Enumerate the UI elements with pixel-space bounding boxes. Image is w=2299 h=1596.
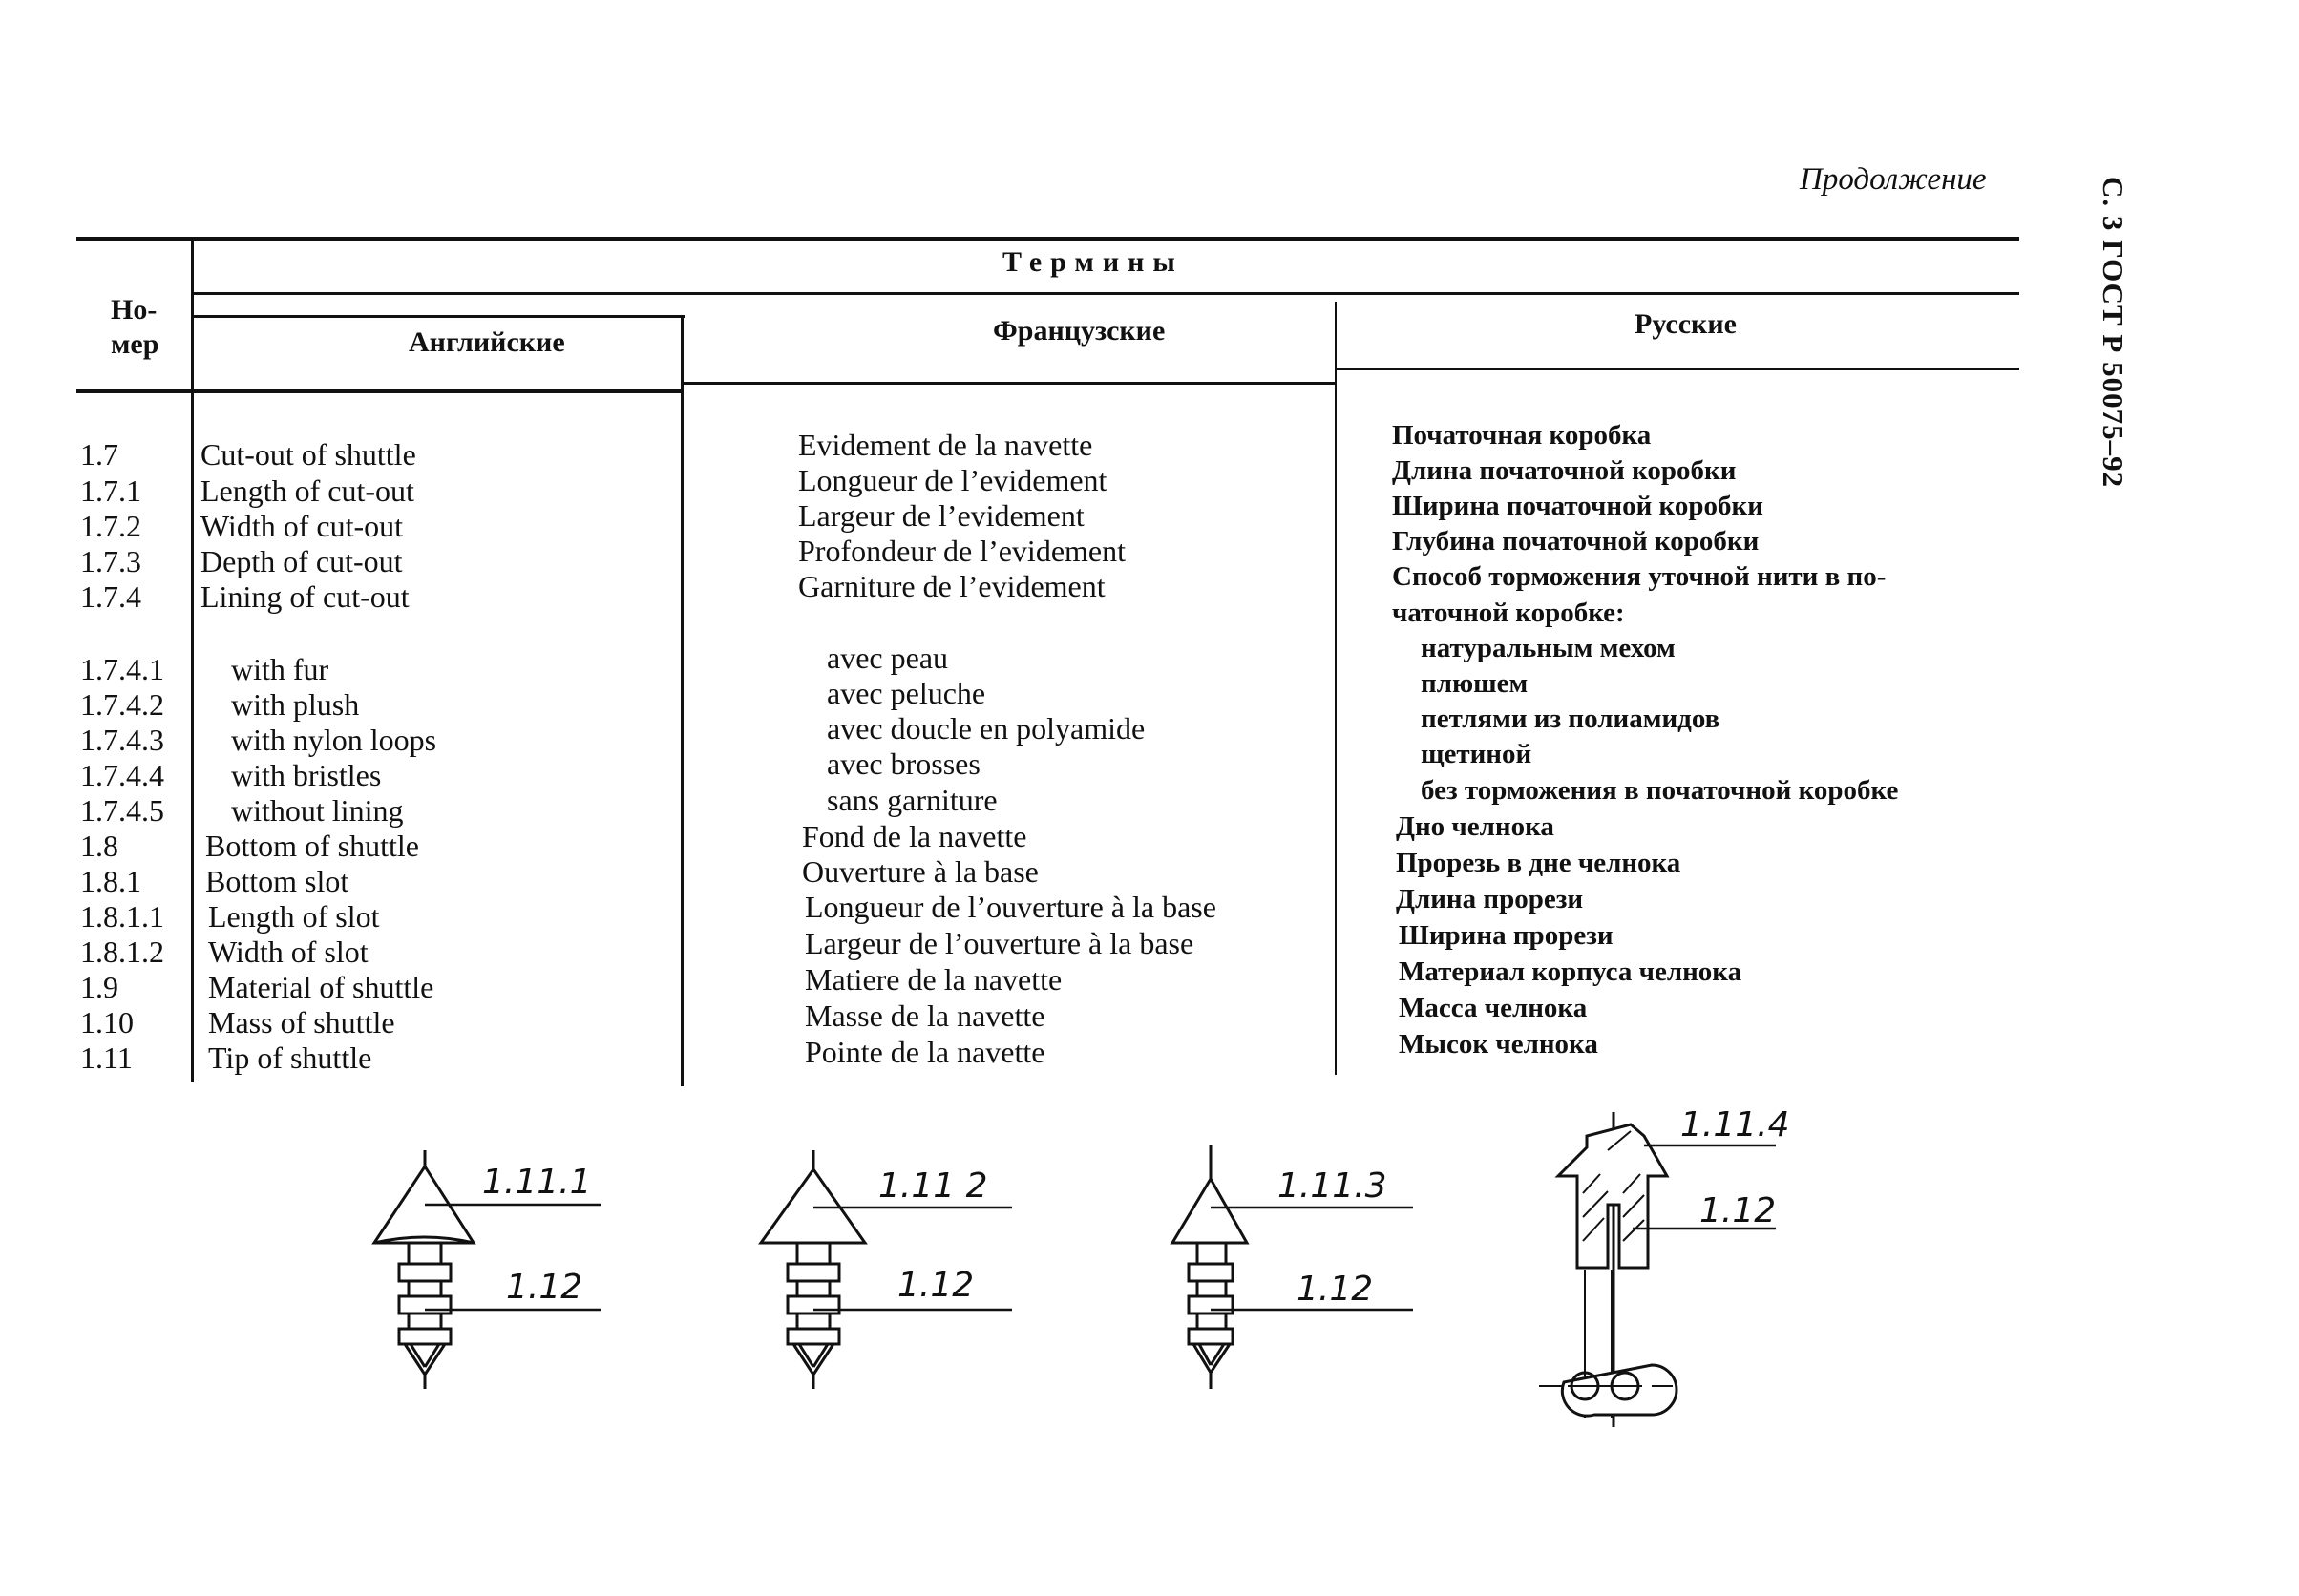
header-english: Английские: [409, 326, 565, 358]
term-number: 1.10: [80, 1005, 134, 1040]
term-english: Length of slot: [208, 899, 380, 934]
term-number: 1.7.2: [80, 509, 141, 543]
term-english: with bristles: [231, 758, 382, 792]
header-french: Французские: [993, 315, 1166, 346]
term-russian-continued: чаточной коробке:: [1392, 598, 1625, 628]
term-russian: Прорезь в дне челнока: [1396, 848, 1681, 878]
english-header-rule: [193, 315, 685, 318]
term-french: Profondeur de l’evidement: [798, 534, 1126, 568]
term-russian: петлями из полиамидов: [1421, 704, 1720, 734]
term-english: Length of cut-out: [200, 473, 414, 508]
term-english: Width of cut-out: [200, 509, 403, 543]
term-number: 1.8: [80, 829, 118, 863]
term-french: Longueur de l’evidement: [798, 463, 1107, 497]
term-russian: плюшем: [1421, 668, 1529, 699]
term-english: Width of slot: [208, 934, 369, 969]
term-russian: щетиной: [1421, 739, 1532, 769]
term-french: Longueur de l’ouverture à la base: [805, 890, 1216, 924]
figure-tip-label: 1.11.4: [1680, 1105, 1790, 1144]
term-french: Ouverture à la base: [802, 854, 1039, 889]
header-bottom-rule-russian: [1337, 368, 2019, 370]
term-english: without lining: [231, 793, 404, 828]
french-russian-divider: [1335, 302, 1337, 1075]
standard-page-label: С. 3 ГОСТ Р 50075–92: [2097, 177, 2130, 489]
term-english: Mass of shuttle: [208, 1005, 395, 1040]
figure-tip-label: 1.11.3: [1277, 1166, 1387, 1206]
number-column-divider: [191, 241, 194, 1082]
header-russian: Русские: [1635, 308, 1737, 340]
term-russian: натуральным мехом: [1421, 633, 1676, 663]
term-number: 1.7.4.4: [80, 758, 164, 792]
term-russian: Материал корпуса челнока: [1399, 956, 1742, 987]
term-english: Tip of shuttle: [208, 1040, 372, 1075]
term-english: with plush: [231, 687, 360, 722]
header-bottom-rule-french: [683, 382, 1337, 385]
term-number: 1.7.4.5: [80, 793, 164, 828]
term-english: with nylon loops: [231, 723, 437, 757]
figure-tip-label: 1.11.1: [482, 1163, 592, 1202]
term-french: avec peau: [827, 640, 949, 675]
term-french: Fond de la navette: [802, 819, 1027, 853]
term-number: 1.7.4.1: [80, 652, 164, 686]
term-russian: Ширина початочной коробки: [1392, 491, 1763, 521]
term-number: 1.7.4: [80, 579, 141, 614]
term-number: 1.8.1: [80, 864, 141, 898]
header-bottom-rule: [76, 389, 683, 393]
term-russian: Мысок челнока: [1399, 1029, 1598, 1060]
term-french: Largeur de l’ouverture à la base: [805, 926, 1194, 960]
english-french-divider: [681, 315, 684, 1086]
figure-base-label: 1.12: [1297, 1270, 1373, 1309]
term-russian: без торможения в початочной коробке: [1421, 775, 1899, 806]
figure-tip-1: [371, 1150, 601, 1389]
term-russian: Масса челнока: [1399, 993, 1588, 1023]
term-french: Evidement de la navette: [798, 428, 1093, 462]
terms-subheader-rule: [193, 292, 2019, 295]
term-number: 1.7.1: [80, 473, 141, 508]
term-english: Bottom slot: [205, 864, 349, 898]
term-russian: Длина початочной коробки: [1392, 455, 1737, 486]
figure-base-label: 1.12: [506, 1268, 582, 1307]
term-russian: Ширина прорези: [1399, 920, 1614, 951]
term-russian: Початочная коробка: [1392, 420, 1652, 451]
term-french: avec doucle en polyamide: [827, 711, 1146, 746]
term-french: sans garniture: [827, 783, 998, 817]
term-number: 1.7.4.2: [80, 687, 164, 722]
term-russian: Глубина початочной коробки: [1392, 526, 1760, 556]
term-french: Matiere de la navette: [805, 962, 1063, 997]
term-number: 1.8.1.2: [80, 934, 164, 969]
term-english: Lining of cut-out: [200, 579, 410, 614]
term-french: avec peluche: [827, 676, 986, 710]
term-french: Masse de la navette: [805, 998, 1045, 1033]
continuation-label: Продолжение: [1800, 162, 1987, 197]
figure-tip-4: [1539, 1112, 1776, 1427]
term-number: 1.8.1.1: [80, 899, 164, 934]
header-number: Но- мер: [111, 294, 159, 360]
term-english: Cut-out of shuttle: [200, 437, 416, 472]
term-french: avec brosses: [827, 746, 981, 781]
term-russian: Способ торможения уточной нити в по-: [1392, 561, 1887, 592]
term-english: Bottom of shuttle: [205, 829, 419, 863]
term-number: 1.7.4.3: [80, 723, 164, 757]
figure-tip-3: [1170, 1145, 1413, 1389]
figure-tip-2: [758, 1150, 1012, 1389]
term-french: Largeur de l’evidement: [798, 498, 1085, 533]
term-number: 1.9: [80, 970, 118, 1004]
figure-base-label: 1.12: [1699, 1191, 1776, 1230]
figure-tip-label: 1.11 2: [878, 1166, 988, 1206]
term-english: Material of shuttle: [208, 970, 434, 1004]
term-french: Pointe de la navette: [805, 1035, 1045, 1069]
term-number: 1.7: [80, 437, 118, 472]
term-russian: Длина прорези: [1396, 884, 1584, 914]
header-terms: Термины: [1002, 246, 1184, 278]
term-french: Garniture de l’evidement: [798, 569, 1106, 603]
term-number: 1.7.3: [80, 544, 141, 578]
term-english: Depth of cut-out: [200, 544, 403, 578]
figure-base-label: 1.12: [897, 1266, 974, 1305]
table-top-rule: [76, 237, 2019, 241]
term-number: 1.11: [80, 1040, 133, 1075]
term-russian: Дно челнока: [1396, 811, 1554, 842]
term-english: with fur: [231, 652, 329, 686]
